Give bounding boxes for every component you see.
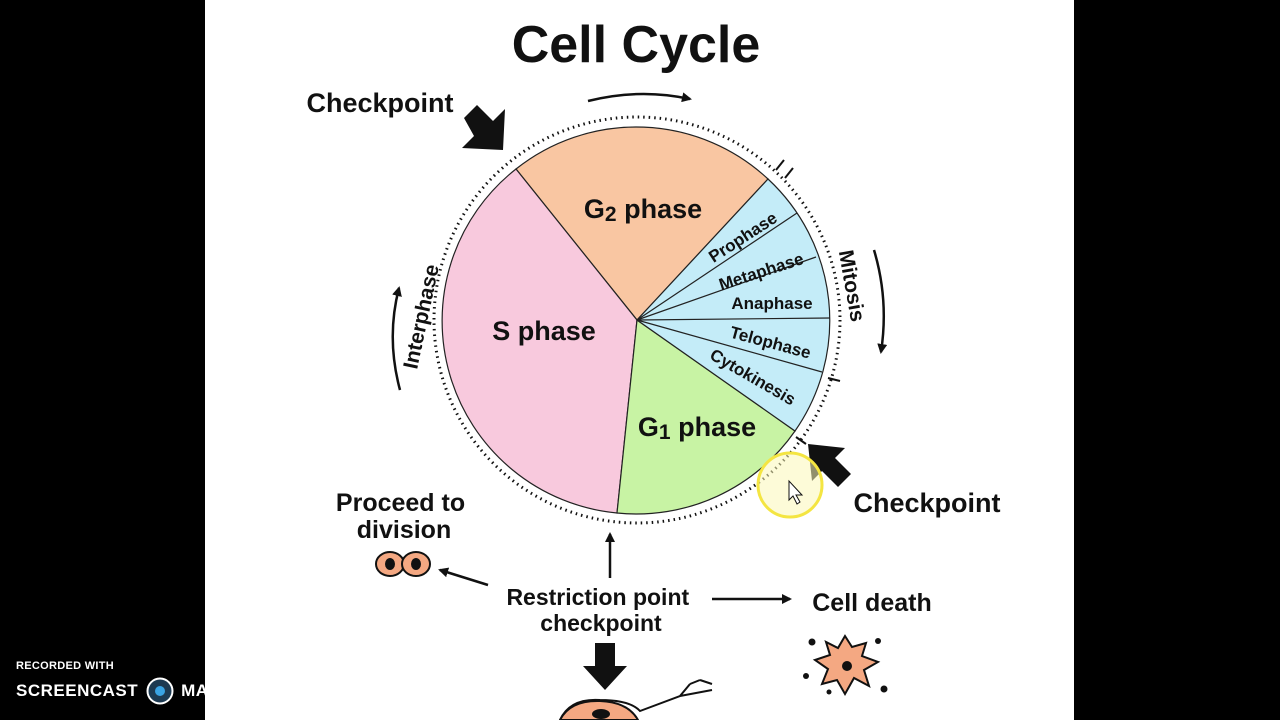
- s-phase-sector: [441, 168, 638, 514]
- g1-phase-label: G1 phase: [638, 412, 756, 444]
- ring-tick: [827, 377, 841, 382]
- mitosis-direction-arrow: [872, 249, 888, 354]
- g2-phase-label: G2 phase: [584, 194, 702, 226]
- checkpoint-right-arrow: [808, 444, 851, 487]
- arrow-down-block: [583, 643, 627, 690]
- ring-tick: [795, 436, 807, 445]
- interphase-direction-arrow: [391, 286, 402, 391]
- s-phase-label: S phase: [492, 316, 596, 346]
- prophase-divider: [636, 212, 798, 321]
- diagram-title: Cell Cycle: [512, 16, 761, 74]
- cell-cycle-pie: [441, 126, 831, 515]
- g1-phase-sector: [616, 318, 796, 515]
- cycle-direction-arrow: [587, 92, 692, 103]
- watermark-brand-right: MATIC: [181, 681, 237, 700]
- anaphase-label: Anaphase: [731, 294, 812, 313]
- screencast-watermark: RECORDED WITH SCREENCAST MATIC: [16, 660, 236, 705]
- proceed-to-division-label: Proceed to division: [336, 489, 472, 544]
- arrow-to-division: [438, 567, 489, 587]
- differentiated-cell-icon: [558, 679, 713, 720]
- ring-tick: [775, 159, 785, 171]
- checkpoint-right-label: Checkpoint: [853, 488, 1000, 518]
- dotted-ring: [432, 115, 842, 525]
- metaphase-divider: [636, 256, 817, 321]
- dying-cell-icon: [803, 634, 888, 697]
- checkpoint-top-label: Checkpoint: [306, 88, 453, 118]
- restriction-point-label: Restriction point checkpoint: [506, 584, 695, 636]
- watermark-caption: RECORDED WITH: [16, 660, 115, 672]
- anaphase-divider: [636, 317, 831, 321]
- dividing-cells-icon: [375, 551, 431, 577]
- ring-tick: [784, 167, 794, 179]
- cell-death-label: Cell death: [812, 589, 931, 617]
- telophase-divider: [636, 319, 823, 373]
- checkpoint-top-arrow: [462, 105, 505, 150]
- screencast-logo-icon: [146, 677, 174, 705]
- mouse-pointer-icon: [788, 479, 804, 505]
- watermark-brand-left: SCREENCAST: [16, 681, 139, 700]
- mitosis-sector: [636, 178, 831, 432]
- g2-phase-sector: [515, 126, 769, 321]
